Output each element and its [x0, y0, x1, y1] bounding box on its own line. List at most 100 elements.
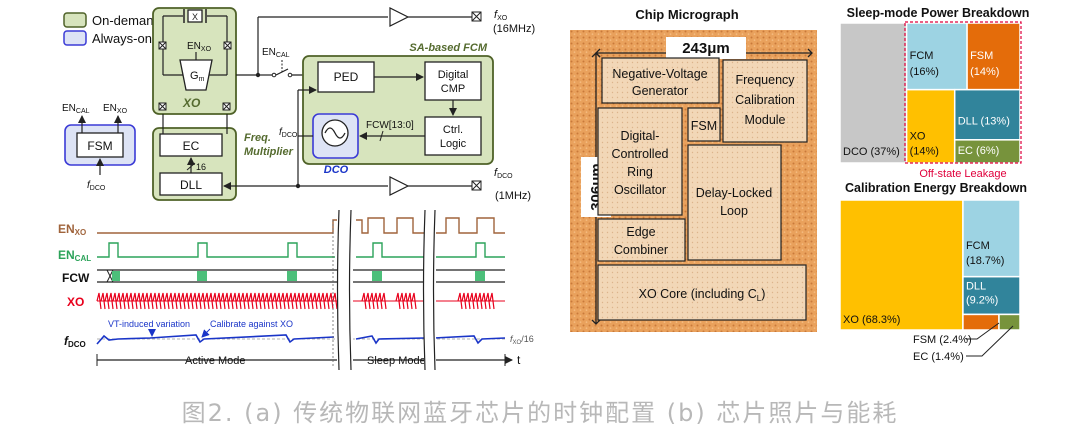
sleep-label-ec-0: EC (6%) [958, 145, 1000, 157]
freq-multiplier-block: EC DLL 16 [152, 127, 237, 201]
cal-ec-callout: EC (1.4%) [913, 351, 964, 363]
dll-label: DLL [180, 178, 202, 192]
timing-fcw-label: FCW [62, 271, 90, 285]
dco-output-buffer [389, 176, 410, 196]
fcm-die-label-2: Calibration [735, 93, 795, 107]
cal-energy-title: Calibration Energy Breakdown [845, 181, 1027, 195]
cal-fsm-callout: FSM (2.4%) [913, 334, 972, 346]
xo-die-label: XO Core (including CL) [639, 287, 766, 303]
sleep-cell-dll [953, 88, 1021, 141]
sleep-cell-fcm [905, 22, 968, 91]
crystal-icon: X [158, 9, 232, 50]
en-cal-switch-label: ENCAL [262, 47, 290, 59]
sleep-label-xo-1: (14%) [910, 146, 939, 158]
always-on-swatch [63, 30, 87, 46]
fxo-ref-label: fXO/16 [510, 334, 534, 346]
axis-break-2 [424, 210, 436, 370]
on-demand-swatch [63, 12, 87, 28]
fsm-callout-line [966, 322, 1000, 340]
dll-die-label-1: Delay-Locked [696, 186, 772, 200]
fsm-box [76, 132, 124, 158]
fsm-block: ENCAL ENXO FSM fDCO [62, 103, 136, 192]
fcm-title: SA-based FCM [409, 42, 487, 54]
sleep-label-fsm-0: FSM [970, 50, 993, 62]
cal-label-fcm-1: (18.7%) [966, 255, 1005, 267]
dco-label: DCO [324, 164, 349, 176]
nvg-label-2: Generator [632, 84, 688, 98]
ec-label: EC [183, 139, 200, 153]
nvg-label-1: Negative-Voltage [612, 67, 707, 81]
dco-output-freq: (1MHz) [495, 190, 531, 202]
cmp-label-1: Digital [438, 69, 469, 81]
dco-die-label-3: Ring [627, 165, 653, 179]
fcm-die-block [722, 59, 808, 143]
dco-output-label: fDCO [494, 167, 513, 180]
fcw-waveform [97, 269, 505, 283]
cal-label-fcm-0: FCM [966, 240, 990, 252]
fcm-die-label-1: Frequency [735, 73, 795, 87]
timing-xo-label: XO [67, 295, 84, 309]
sleep-power-treemap: Sleep-mode Power Breakdown DCO (37%)FCM(… [839, 6, 1030, 180]
cal-label-dll-0: DLL [966, 281, 986, 293]
dco-die-block [597, 107, 683, 216]
xo-waveform [96, 292, 505, 310]
xo-output-buffer [389, 7, 410, 27]
calibrate-note: Calibrate against XO [210, 319, 293, 329]
sleep-label-fcm-1: (16%) [910, 66, 939, 78]
ctrl-label-1: Ctrl. [443, 124, 463, 136]
timing-en-cal-label: ENCAL [58, 248, 91, 263]
off-state-leakage-box [904, 21, 1022, 164]
active-mode-label: Active Mode [185, 355, 246, 367]
fcm-die-label-3: Module [745, 113, 786, 127]
xo-block-label: XO [182, 96, 201, 110]
xo-en-label: ENXO [187, 41, 212, 53]
cal-energy-treemap: Calibration Energy Breakdown XO (68.3%) F… [839, 181, 1027, 363]
timing-fdco-label: fDCO [64, 334, 86, 349]
vt-variation-note: VT-induced variation [108, 319, 190, 329]
cal-cell-fsm [962, 313, 1000, 331]
sleep-power-title: Sleep-mode Power Breakdown [847, 6, 1030, 20]
en-cal-waveform [97, 242, 505, 258]
fdco-waveform: VT-induced variation Calibrate against X… [96, 319, 534, 346]
figure-caption: 图2. (a) 传统物联网蓝牙芯片的时钟配置 (b) 芯片照片与能耗 [181, 399, 899, 427]
ec-callout-line [966, 325, 1014, 357]
axis-break-1 [337, 210, 353, 370]
fsm-en-cal: ENCAL [62, 103, 90, 115]
ec-die-block [597, 218, 686, 262]
en-xo-waveform [97, 217, 505, 234]
off-state-leakage-label: Off-state Leakage [919, 168, 1006, 180]
sleep-label-fcm-0: FCM [910, 50, 934, 62]
cal-label-dll-1: (9.2%) [966, 295, 998, 307]
fcw-bus-label: FCW[13:0] [366, 120, 414, 131]
dco-die-label-2: Controlled [612, 147, 669, 161]
chip-micrograph: Chip Micrograph 243μm 306μm Negative-Vol… [570, 7, 817, 332]
cmp-label-2: CMP [441, 83, 465, 95]
sleep-label-fsm-1: (14%) [970, 66, 999, 78]
dll-die-block [687, 144, 782, 261]
cal-label-xo-0: XO (68.3%) [843, 314, 900, 326]
sleep-mode-label: Sleep Mode [367, 355, 426, 367]
legend: On-demand Always-on [63, 12, 161, 46]
micrograph-title: Chip Micrograph [635, 7, 738, 22]
nvg-block [601, 57, 720, 104]
sleep-label-xo-0: XO [910, 131, 926, 143]
timing-diagram: ENXO ENCAL FCW XO fDCO [58, 209, 534, 371]
ctrl-label-2: Logic [440, 138, 467, 150]
svg-text:X: X [192, 12, 198, 22]
timing-en-xo-label: ENXO [58, 222, 86, 237]
freq-multiplier-label-1: Freq. [244, 132, 271, 144]
sleep-cell-fsm [966, 22, 1021, 91]
fsm-en-xo: ENXO [103, 103, 128, 115]
xo-output-freq: (16MHz) [493, 23, 535, 35]
width-dimension-label: 243μm [682, 40, 730, 57]
ec-die-label-2: Combiner [614, 243, 668, 257]
legend-always-on: Always-on [92, 31, 152, 46]
xo-output-label: fXO [494, 9, 508, 22]
cal-cell-fcm [962, 199, 1021, 278]
ctrl-logic-box [424, 116, 482, 156]
digital-cmp-box [424, 61, 482, 101]
fsm-fdco-input: fDCO [87, 180, 106, 192]
ec-die-label-1: Edge [626, 225, 655, 239]
xo-die-block [597, 264, 807, 321]
